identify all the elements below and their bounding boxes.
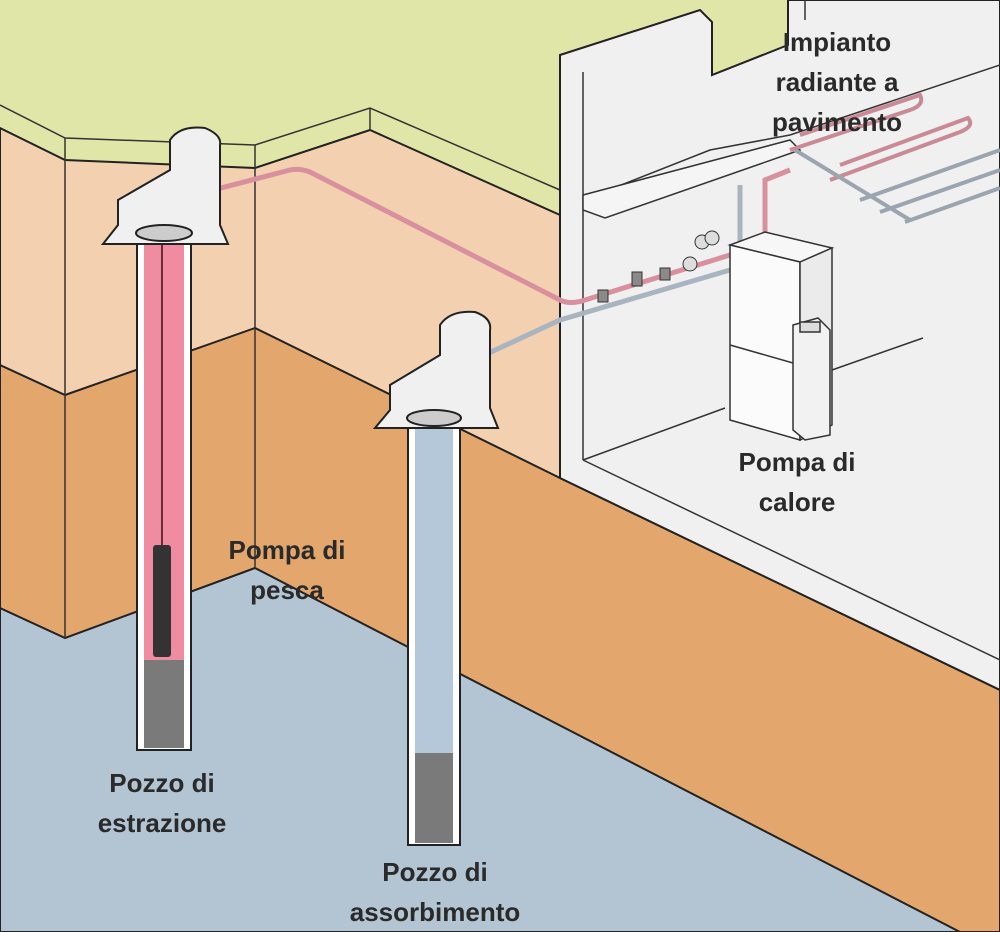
label-line: Pompa di bbox=[228, 535, 346, 565]
label-line: Impianto bbox=[782, 27, 892, 57]
label-line: calore bbox=[758, 487, 836, 517]
label-line: assorbimento bbox=[349, 897, 521, 927]
floor-heating-label: Impianto radiante a pavimento bbox=[772, 22, 902, 142]
heat-pump-unit bbox=[727, 231, 835, 442]
floor-heating-loops bbox=[789, 92, 1000, 224]
extraction-well bbox=[100, 126, 230, 751]
absorption-well-label: Pozzo di assorbimento bbox=[350, 852, 521, 932]
heat-pump-label: Pompa di calore bbox=[738, 442, 855, 522]
label-line: radiante a bbox=[775, 67, 899, 97]
groundwater-layer bbox=[0, 566, 961, 932]
label-line: pesca bbox=[250, 575, 324, 605]
valves bbox=[597, 230, 720, 303]
extraction-well-label: Pozzo di estrazione bbox=[98, 763, 227, 843]
absorption-well bbox=[372, 310, 500, 846]
well-pump-label: Pompa di pesca bbox=[228, 530, 345, 610]
label-line: pavimento bbox=[771, 107, 903, 137]
floor-slab bbox=[582, 139, 802, 219]
label-line: Pozzo di bbox=[382, 857, 488, 887]
label-line: Pozzo di bbox=[109, 768, 215, 798]
submersible-pump bbox=[153, 545, 171, 657]
label-line: estrazione bbox=[97, 808, 227, 838]
label-line: Pompa di bbox=[738, 447, 856, 477]
